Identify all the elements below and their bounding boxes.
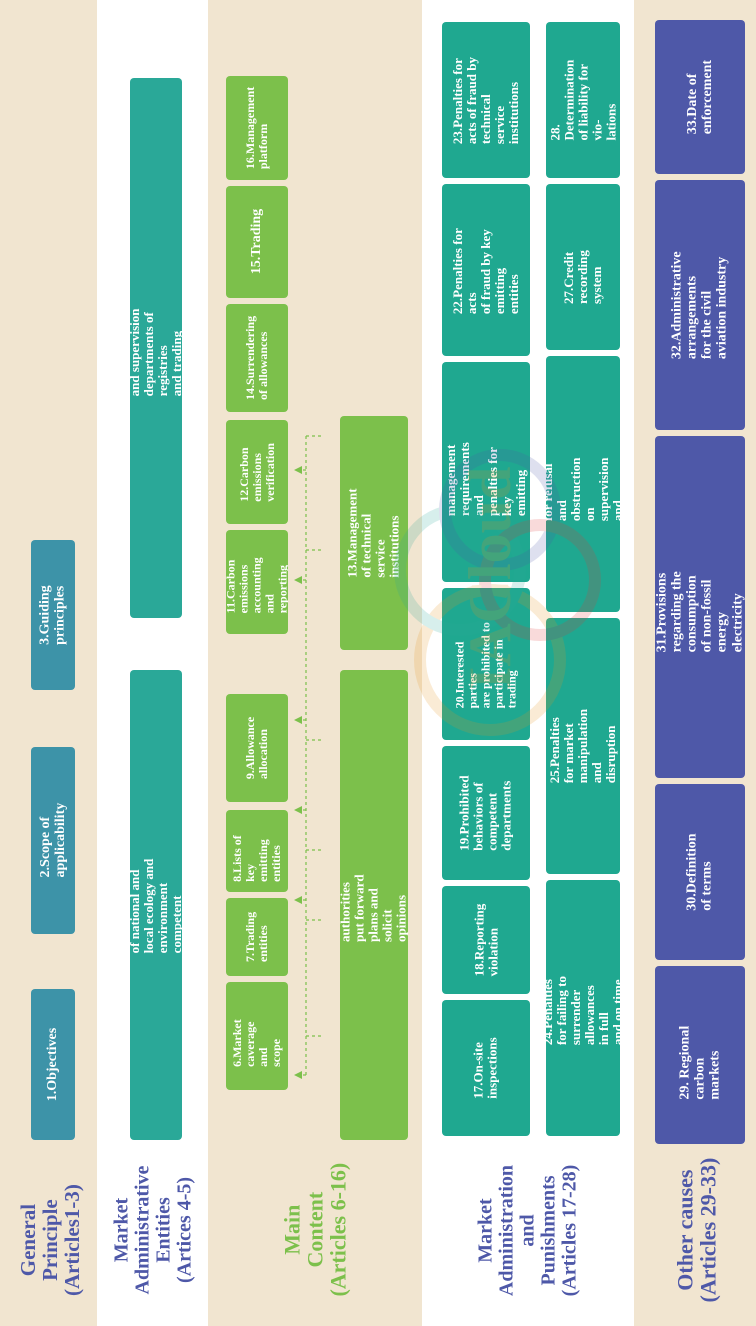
article-7-box: 7.Trading entities	[226, 898, 288, 976]
article-12-box: 12.Carbon emissions verification	[226, 420, 288, 524]
section-market-admin-punish: Market Administration and Punishments (A…	[474, 1164, 581, 1296]
article-15-box: 15.Trading	[226, 186, 288, 298]
article-22-box: 22.Penalties for acts of fraud by key em…	[442, 184, 530, 356]
article-30-box: 30.Definition of terms	[655, 784, 745, 960]
section-market-admin-entities: Market Administrative Entities (Artices …	[110, 1165, 196, 1295]
article-28-box: 28. Determination of liability for vio- …	[546, 22, 620, 178]
article-32-box: 32.Administrative arrangements for the c…	[655, 180, 745, 430]
section-other: Other causes (Articles 29-33)	[671, 1157, 720, 1303]
article-4-box: 4.Responsibilities of national and local…	[130, 670, 182, 1140]
article-18-box: 18.Reporting violation	[442, 886, 530, 994]
article-6-box: 6.Market caverage and scope	[226, 982, 288, 1090]
article-20-box: 20.Interested parties are prohibited to …	[442, 588, 530, 740]
article-17-box: 17.On-site inspections	[442, 1000, 530, 1136]
article-3-box: 3.Guiding principles	[31, 540, 75, 690]
article-2-box: 2.Scope of applicability	[31, 747, 75, 934]
article-21-box: 21.Data management requirements and pena…	[442, 362, 530, 582]
article-5-box: 5.Responsibilities and supervision depar…	[130, 78, 182, 618]
article-13-box: 13.Management of technical service insti…	[340, 416, 408, 650]
article-27-box: 27.Credit recording system	[546, 184, 620, 350]
article-16-box: 16.Management platform	[226, 76, 288, 180]
article-1-box: 1.Objectives	[31, 989, 75, 1140]
article-14-box: 14.Surrendering of allowances	[226, 304, 288, 412]
article-23-box: 23.Penalties for acts of fraud by techni…	[442, 22, 530, 178]
article-31-box: 31.Provisions regarding the consumption …	[655, 436, 745, 778]
article-33-box: 33.Date of enforcement	[655, 20, 745, 174]
article-26-box: 26. Penalties for refusal and obstructio…	[546, 356, 620, 612]
article-10-box: 10.The Ministry of Ecology and Environme…	[340, 670, 408, 1140]
connector-lines	[294, 435, 324, 1079]
article-24-box: 24.Penalties for failing to surrender al…	[546, 880, 620, 1136]
section-main-content: Main Content (Articles 6-16)	[279, 1163, 351, 1297]
article-29-box: 29. Regional carbon markets	[655, 966, 745, 1144]
article-11-box: 11.Carbon emissions accounting and repor…	[226, 530, 288, 634]
article-8-box: 8.Lists of key emitting entities	[226, 810, 288, 892]
section-general: General Principle (Articles1-3)	[15, 1184, 85, 1296]
article-19-box: 19.Prohibited behaviors of competent dep…	[442, 746, 530, 880]
article-9-box: 9.Allowance allocation	[226, 694, 288, 802]
article-25-box: 25.Penalties for market manipulation and…	[546, 618, 620, 874]
